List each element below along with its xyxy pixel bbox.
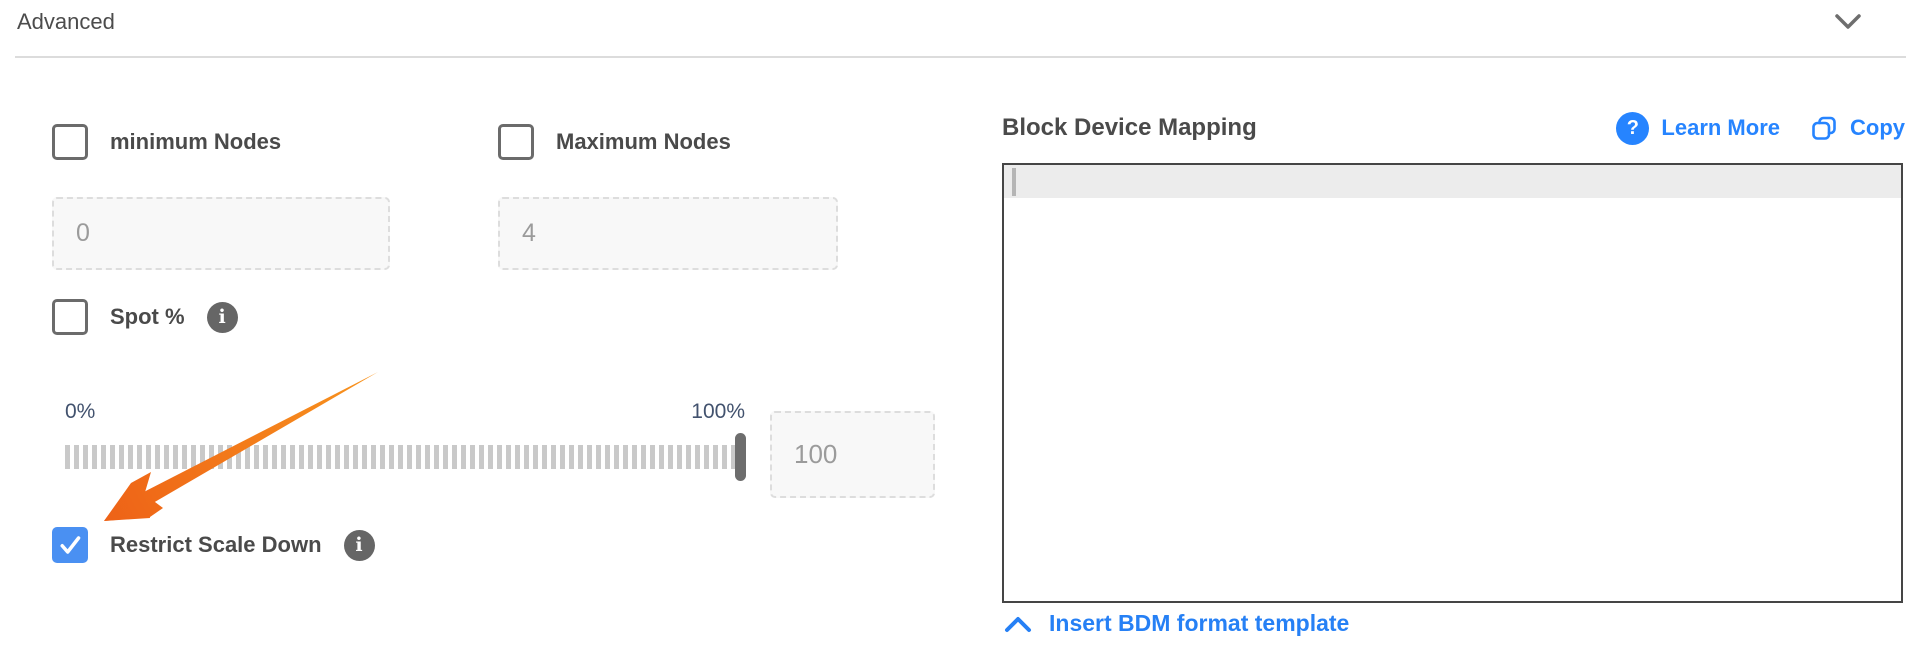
chevron-up-icon bbox=[1005, 616, 1031, 632]
spot-slider-track[interactable] bbox=[65, 445, 748, 469]
maximum-nodes-field: Maximum Nodes bbox=[498, 124, 731, 160]
restrict-scale-down-field: Restrict Scale Down i bbox=[52, 527, 375, 563]
copy-button[interactable]: Copy bbox=[1810, 114, 1905, 142]
question-circle-icon: ? bbox=[1616, 111, 1650, 145]
insert-bdm-template-link[interactable]: Insert BDM format template bbox=[1004, 610, 1349, 637]
maximum-nodes-checkbox[interactable] bbox=[498, 124, 534, 160]
spot-slider-handle[interactable] bbox=[735, 433, 746, 481]
maximum-nodes-input[interactable] bbox=[498, 197, 838, 270]
spot-percentage-label: Spot % bbox=[110, 304, 185, 329]
header-divider bbox=[15, 56, 1906, 58]
info-icon[interactable]: i bbox=[343, 529, 375, 561]
chevron-down-icon[interactable] bbox=[1834, 12, 1862, 32]
copy-icon bbox=[1812, 116, 1836, 140]
editor-caret bbox=[1012, 168, 1016, 196]
slider-min-label: 0% bbox=[65, 400, 96, 423]
learn-more-label: Learn More bbox=[1661, 115, 1780, 140]
insert-template-label: Insert BDM format template bbox=[1049, 610, 1350, 636]
minimum-nodes-field: minimum Nodes bbox=[52, 124, 281, 160]
arrow-annotation bbox=[104, 372, 378, 521]
restrict-scale-down-checkbox[interactable] bbox=[52, 527, 88, 563]
spot-percentage-field: Spot % i bbox=[52, 299, 238, 335]
spot-percentage-input[interactable] bbox=[770, 411, 935, 498]
copy-label: Copy bbox=[1850, 115, 1905, 140]
bdm-editor-textarea[interactable] bbox=[1002, 163, 1903, 603]
panel-title: Advanced bbox=[17, 9, 115, 34]
maximum-nodes-label: Maximum Nodes bbox=[556, 129, 731, 154]
learn-more-link[interactable]: ? Learn More bbox=[1616, 111, 1780, 145]
spot-percentage-checkbox[interactable] bbox=[52, 299, 88, 335]
slider-max-label: 100% bbox=[691, 400, 745, 423]
minimum-nodes-input[interactable] bbox=[52, 197, 390, 270]
checkmark-icon bbox=[60, 536, 81, 554]
restrict-scale-down-label: Restrict Scale Down bbox=[110, 532, 322, 557]
spot-slider-labels: 0% 100% bbox=[65, 400, 745, 424]
bdm-header: Block Device Mapping ? Learn More Copy bbox=[1002, 106, 1905, 150]
info-icon[interactable]: i bbox=[206, 301, 238, 333]
editor-active-line bbox=[1004, 165, 1901, 198]
minimum-nodes-label: minimum Nodes bbox=[110, 129, 282, 154]
bdm-title: Block Device Mapping bbox=[1002, 114, 1257, 141]
minimum-nodes-checkbox[interactable] bbox=[52, 124, 88, 160]
